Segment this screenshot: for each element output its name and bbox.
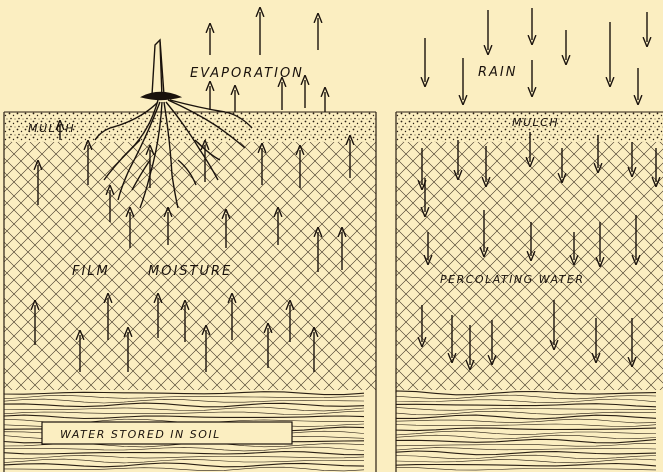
film-label: FILM xyxy=(72,264,110,279)
moisture-label: MOISTURE xyxy=(148,264,232,279)
right-water-layer xyxy=(396,390,663,472)
water-stored-label: WATER STORED IN SOIL xyxy=(60,428,221,441)
left-panel: EVAPORATION MULCH FILM MOISTURE WATER ST… xyxy=(4,12,376,472)
evaporation-label: EVAPORATION xyxy=(190,66,304,81)
evaporation-arrows xyxy=(210,12,325,112)
percolating-water-label: PERCOLATING WATER xyxy=(440,273,585,286)
rain-arrows xyxy=(425,8,647,100)
water-stored-label-box: WATER STORED IN SOIL xyxy=(42,422,292,444)
left-mulch-label: MULCH xyxy=(28,122,75,135)
right-panel: RAIN MULCH PERCOLATING WATER xyxy=(396,8,663,472)
left-soil-layer xyxy=(4,112,376,390)
rain-label: RAIN xyxy=(478,65,517,80)
right-mulch-label: MULCH xyxy=(512,116,559,129)
